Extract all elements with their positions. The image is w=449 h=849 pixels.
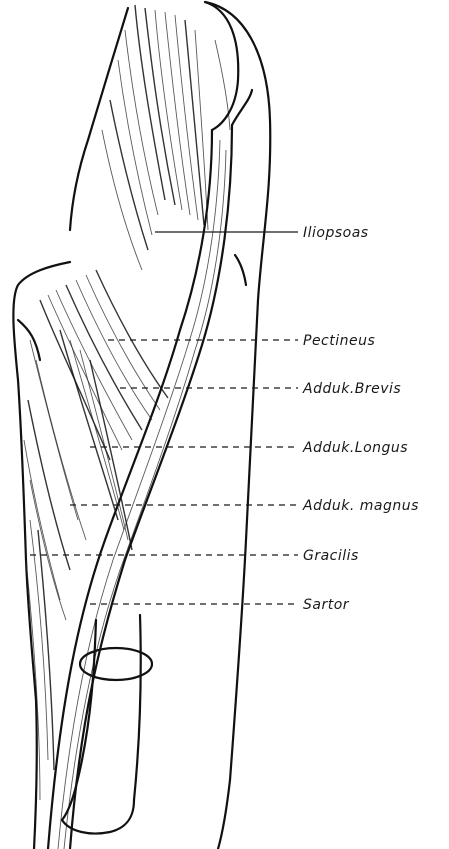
labels: Iliopsoas Pectineus Adduk.Brevis Adduk.L… [302,225,419,613]
label-pectineus: Pectineus [303,333,375,349]
label-sartor: Sartor [303,597,350,613]
label-adduk-magnus: Adduk. magnus [302,498,419,514]
label-adduk-brevis: Adduk.Brevis [302,381,401,397]
sartorius-muscle [48,125,232,849]
iliopsoas-muscle [102,5,230,270]
label-adduk-longus: Adduk.Longus [302,440,408,456]
label-iliopsoas: Iliopsoas [303,225,369,241]
label-gracilis: Gracilis [303,548,359,564]
